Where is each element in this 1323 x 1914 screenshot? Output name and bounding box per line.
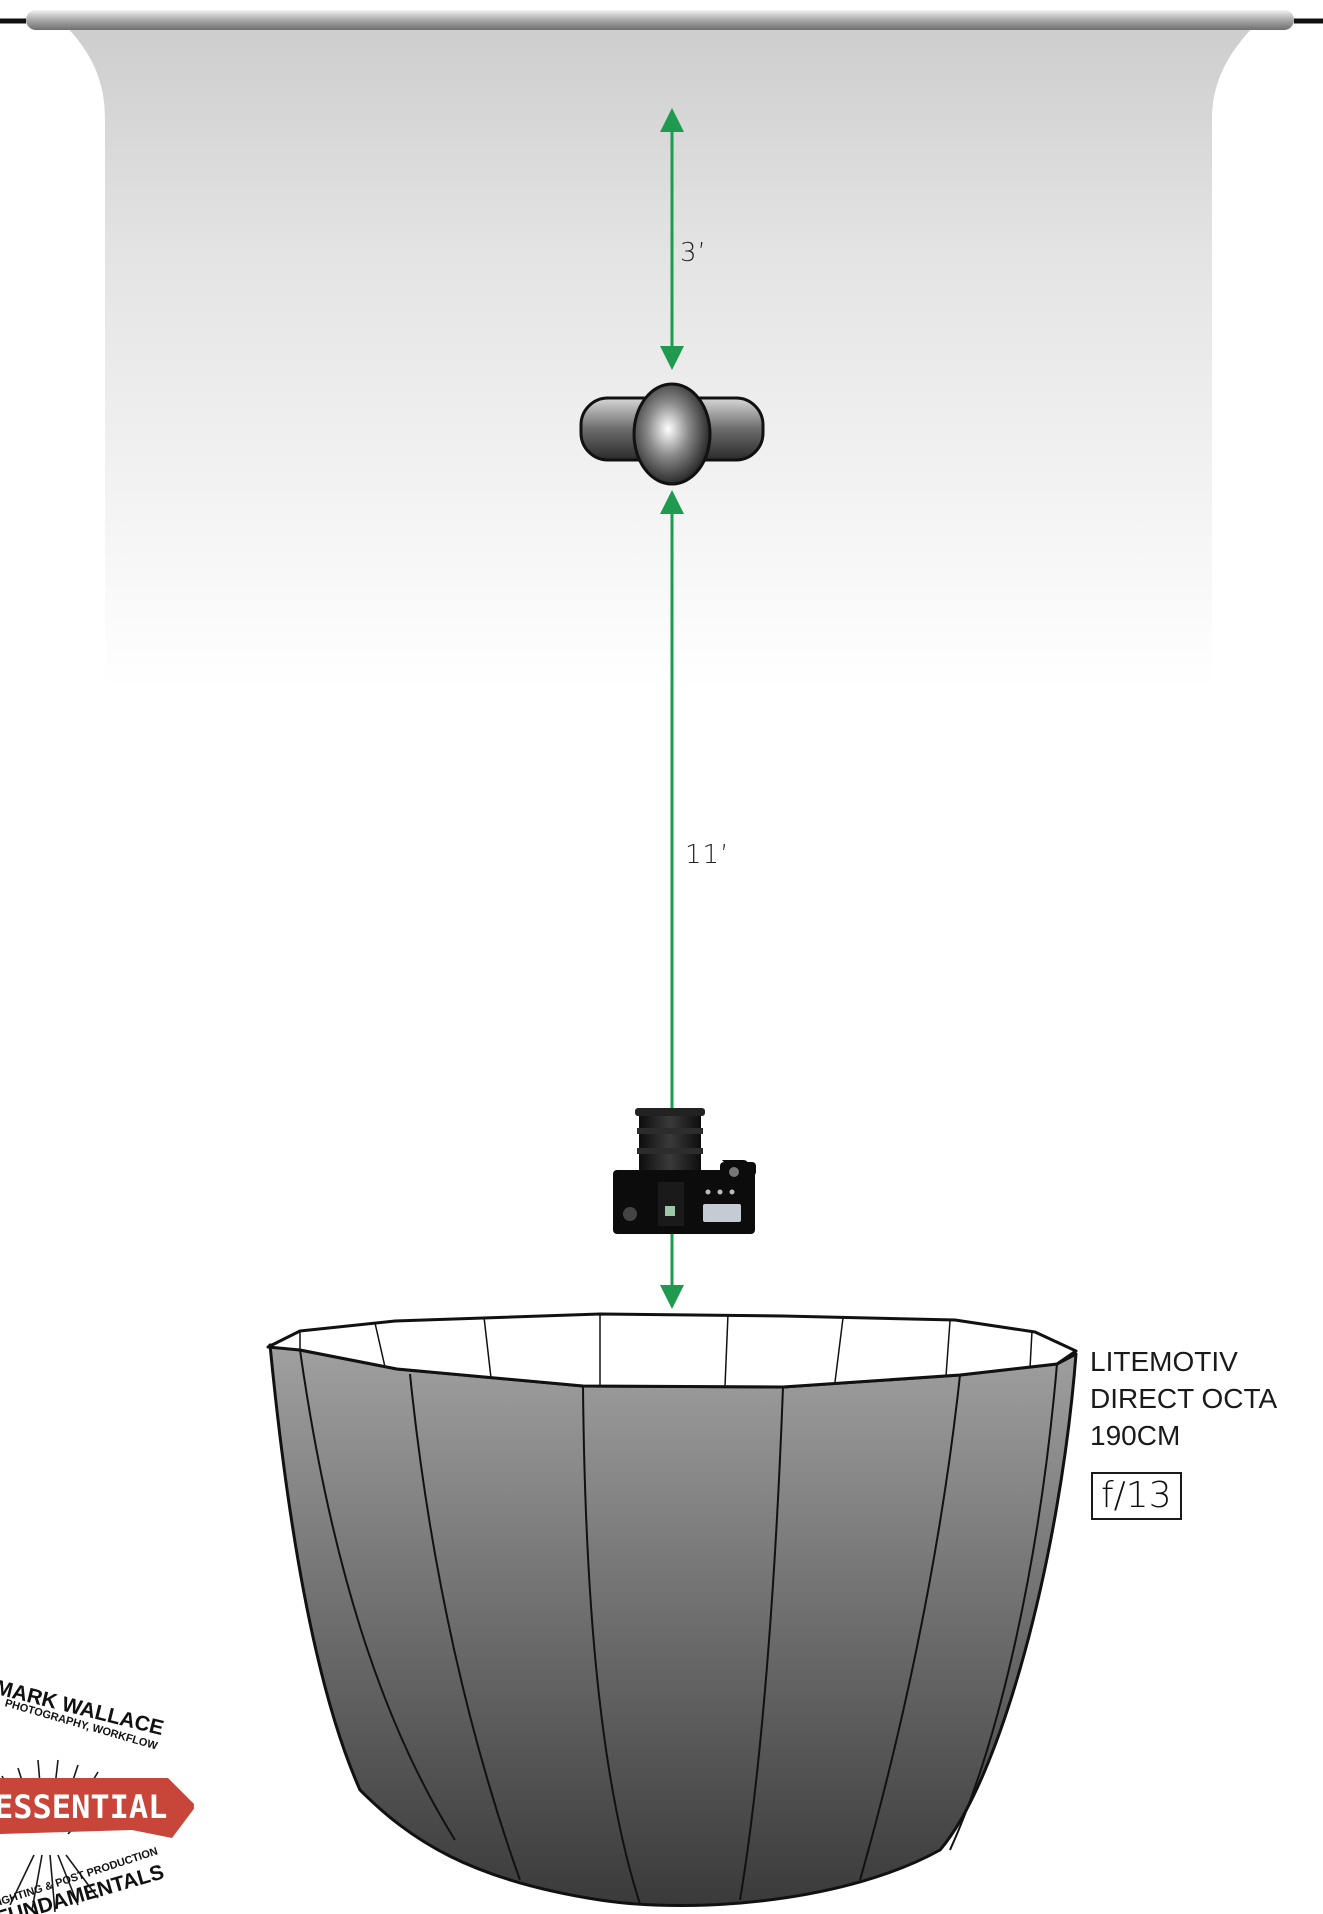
light-name-line3: 190CM [1090, 1420, 1181, 1451]
camera-lcd [703, 1204, 741, 1222]
octabox-icon [266, 1312, 1078, 1908]
backdrop [0, 10, 1323, 690]
subject-icon [579, 382, 765, 486]
octabox-ribs [299, 1349, 1058, 1905]
light-info: LITEMOTIV DIRECT OCTA 190CM [1090, 1343, 1277, 1454]
subject-head [632, 382, 712, 486]
light-name-line1: LITEMOTIV [1090, 1346, 1238, 1377]
camera-body [618, 1160, 748, 1172]
octabox-rim [266, 1312, 1078, 1389]
distance-label-camera: 11’ [685, 840, 730, 870]
backdrop-paper [62, 22, 1258, 690]
arrowhead-up [660, 490, 684, 514]
arrowhead-down [660, 346, 684, 370]
octabox-rim-ribs [299, 1313, 1033, 1387]
logo-banner [0, 1778, 196, 1838]
aperture-badge: f/13 [1091, 1472, 1182, 1520]
backdrop-rod [26, 10, 1294, 30]
logo-banner-text: ESSENTIAL TRAINING [0, 1788, 341, 1826]
light-name-line2: DIRECT OCTA [1090, 1383, 1278, 1414]
arrowhead-down [660, 1285, 684, 1309]
brand-logo: ESSENTIAL TRAINING MARK WALLACE PHOTOGRA… [0, 1676, 341, 1914]
camera-icon [613, 1108, 756, 1234]
arrowhead-up [660, 108, 684, 132]
distance-label-background: 3’ [680, 238, 707, 268]
octabox-bowl [268, 1343, 1078, 1908]
